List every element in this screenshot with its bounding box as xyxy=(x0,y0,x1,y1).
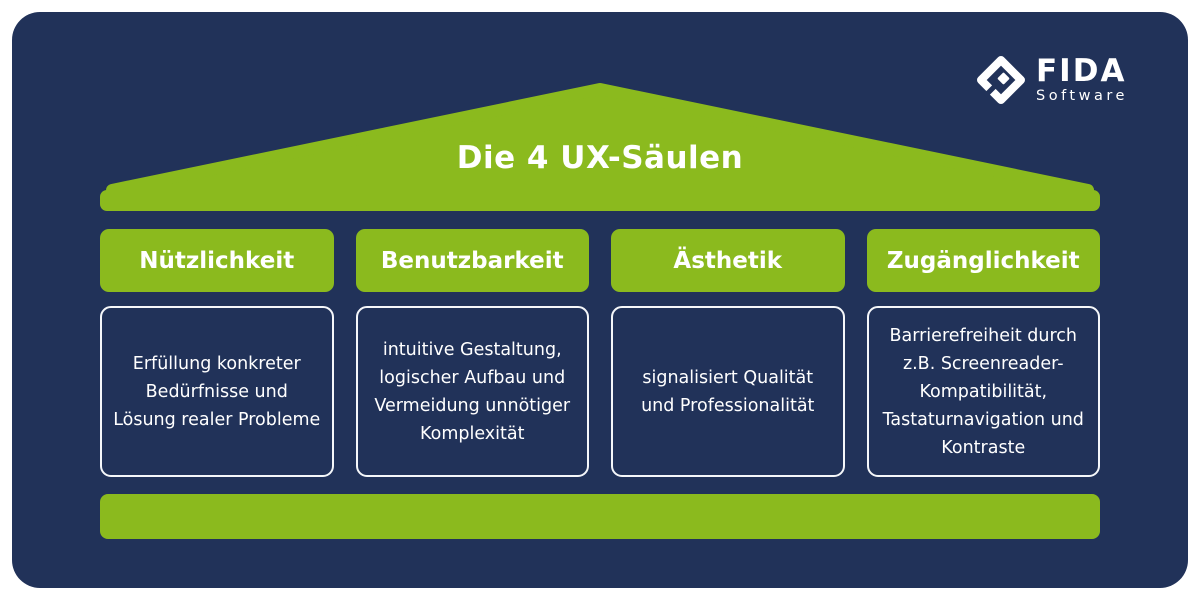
pillar-description-text: Barrierefreiheit durch z.B. Screenreader… xyxy=(882,325,1084,458)
pillar-description-text: signalisiert Qualität und Professionalit… xyxy=(641,367,815,416)
brand-logo: FIDA Software xyxy=(977,55,1128,105)
pillar-header: Benutzbarkeit xyxy=(355,229,589,292)
pillar-description: intuitive Gestaltung, logischer Aufbau u… xyxy=(355,306,589,477)
pillar-description: signalisiert Qualität und Professionalit… xyxy=(611,306,845,477)
pillar-aesthetik: Ästhetik signalisiert Qualität und Profe… xyxy=(611,229,845,477)
brand-subtitle: Software xyxy=(1036,88,1128,104)
pillar-description-text: Erfüllung konkreter Bedürfnisse und Lösu… xyxy=(113,353,321,430)
fida-diamond-icon xyxy=(977,56,1025,104)
page-title: Die 4 UX-Säulen xyxy=(456,140,744,176)
brand-logo-text: FIDA Software xyxy=(1036,55,1128,105)
pillar-nuetzlichkeit: Nützlichkeit Erfüllung konkreter Bedürfn… xyxy=(100,229,334,477)
pillar-benutzbarkeit: Benutzbarkeit intuitive Gestaltung, logi… xyxy=(355,229,589,477)
pillars-row: Nützlichkeit Erfüllung konkreter Bedürfn… xyxy=(100,229,1100,477)
roof-base-bar xyxy=(100,190,1100,211)
pillar-description: Erfüllung konkreter Bedürfnisse und Lösu… xyxy=(100,306,334,477)
pillar-description-text: intuitive Gestaltung, logischer Aufbau u… xyxy=(374,339,571,444)
pillar-header: Nützlichkeit xyxy=(100,229,334,292)
pillar-description: Barrierefreiheit durch z.B. Screenreader… xyxy=(866,306,1100,477)
pillar-header: Zugänglichkeit xyxy=(866,229,1100,292)
pillar-zugaenglichkeit: Zugänglichkeit Barrierefreiheit durch z.… xyxy=(866,229,1100,477)
pillar-header: Ästhetik xyxy=(611,229,845,292)
brand-name: FIDA xyxy=(1036,53,1127,89)
foundation-bar xyxy=(100,494,1100,539)
